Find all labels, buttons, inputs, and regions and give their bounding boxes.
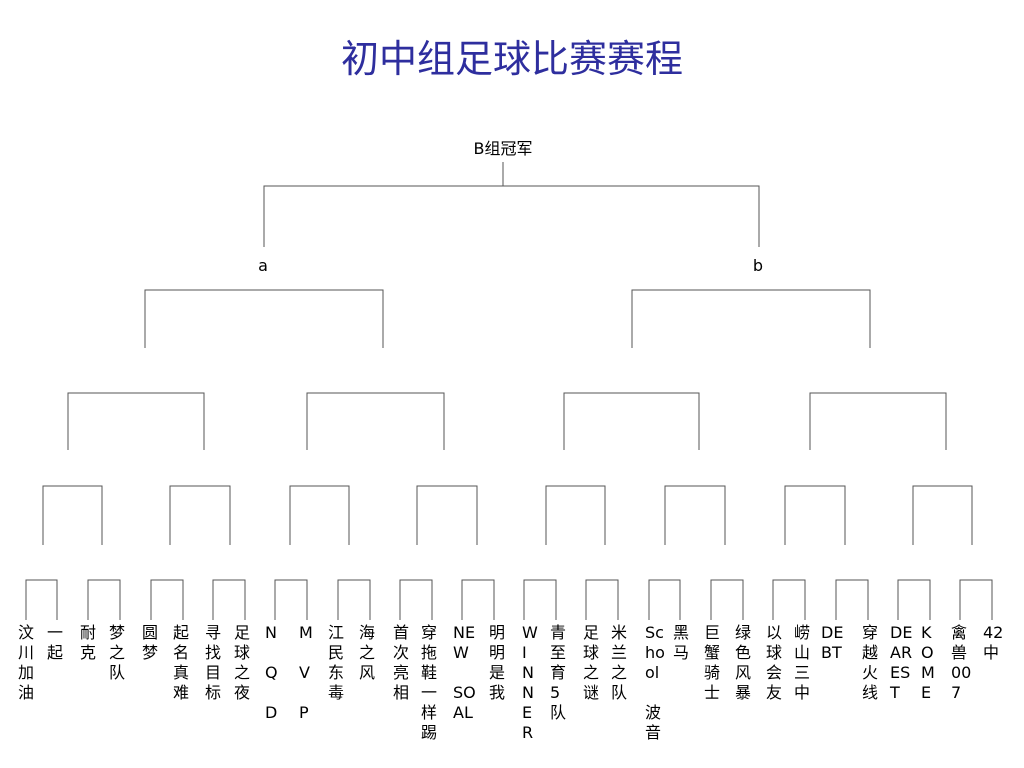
team-name: 一 起 bbox=[47, 623, 64, 662]
first-round-bracket-5 bbox=[274, 579, 308, 620]
team-name: 绿 色 风 暴 bbox=[735, 623, 752, 702]
first-round-bracket-1 bbox=[25, 579, 58, 620]
page-title: 初中组足球比赛赛程 bbox=[340, 37, 683, 81]
team-name: 青 至 育 5 队 bbox=[550, 623, 567, 722]
round16-bracket-8 bbox=[912, 485, 973, 545]
round16-bracket-1 bbox=[42, 485, 103, 545]
first-round-bracket-15 bbox=[897, 579, 931, 620]
bracket-lines bbox=[25, 162, 993, 620]
first-round-bracket-4 bbox=[212, 579, 246, 620]
semifinal-bracket-a bbox=[144, 289, 384, 348]
team-name: 米 兰 之 队 bbox=[611, 623, 628, 702]
team-name: 禽 兽 00 7 bbox=[951, 623, 972, 702]
champion-label: B组冠军 bbox=[474, 139, 533, 158]
team-name: 梦 之 队 bbox=[109, 623, 126, 682]
team-name: 崂 山 三 中 bbox=[794, 623, 811, 702]
first-round-bracket-13 bbox=[772, 579, 806, 620]
final-bracket bbox=[263, 185, 760, 247]
team-name: M V P bbox=[299, 623, 313, 722]
round16-bracket-5 bbox=[545, 485, 606, 545]
first-round-bracket-3 bbox=[150, 579, 184, 620]
quarterfinal-bracket-3 bbox=[563, 392, 700, 450]
team-name: 起 名 真 难 bbox=[173, 623, 190, 702]
team-name: 穿 拖 鞋 一 样 踢 bbox=[421, 623, 438, 742]
round16-bracket-6 bbox=[664, 485, 726, 545]
quarterfinal-bracket-1 bbox=[67, 392, 205, 450]
first-round-bracket-7 bbox=[399, 579, 433, 620]
quarterfinal-bracket-2 bbox=[306, 392, 445, 450]
first-round-bracket-2 bbox=[87, 579, 121, 620]
team-name: N Q D bbox=[265, 623, 278, 722]
team-name: 穿 越 火 线 bbox=[862, 623, 879, 702]
first-round-bracket-9 bbox=[523, 579, 557, 620]
team-name: 首 次 亮 相 bbox=[393, 623, 410, 702]
first-round-bracket-6 bbox=[337, 579, 371, 620]
round16-bracket-7 bbox=[784, 485, 846, 545]
team-name: 42 中 bbox=[983, 623, 1004, 662]
round16-bracket-3 bbox=[289, 485, 350, 545]
first-round-bracket-14 bbox=[835, 579, 869, 620]
semifinal-bracket-b bbox=[631, 289, 871, 348]
team-name: 明 明 是 我 bbox=[489, 623, 506, 702]
round16-bracket-2 bbox=[169, 485, 231, 545]
team-name: DE BT bbox=[821, 623, 844, 662]
semifinal-a-label: a bbox=[258, 256, 268, 275]
first-round-bracket-11 bbox=[648, 579, 681, 620]
team-name: W I N N E R bbox=[522, 623, 538, 742]
team-name: 足 球 之 谜 bbox=[583, 623, 600, 702]
team-name: 寻 找 目 标 bbox=[205, 623, 222, 702]
round16-bracket-4 bbox=[416, 485, 478, 545]
team-name: Sc ho ol 波 音 bbox=[645, 623, 665, 742]
team-name: 圆 梦 bbox=[142, 623, 159, 662]
team-name: 江 民 东 毒 bbox=[328, 623, 345, 702]
team-name: 海 之 风 bbox=[359, 623, 376, 682]
team-name: 汶 川 加 油 bbox=[18, 623, 35, 702]
team-name: 足 球 之 夜 bbox=[234, 623, 251, 702]
team-name: 以 球 会 友 bbox=[766, 623, 783, 702]
team-name: K O M E bbox=[921, 623, 935, 702]
quarterfinal-bracket-4 bbox=[809, 392, 947, 450]
team-name: 巨 蟹 骑 士 bbox=[704, 623, 721, 702]
first-round-bracket-16 bbox=[959, 579, 993, 620]
team-name: 耐 克 bbox=[80, 623, 97, 662]
first-round-bracket-12 bbox=[710, 579, 744, 620]
team-name: NE W SO AL bbox=[453, 623, 476, 722]
team-name: 黑 马 bbox=[673, 623, 690, 662]
team-name: DE AR ES T bbox=[890, 623, 913, 702]
first-round-bracket-10 bbox=[585, 579, 619, 620]
first-round-bracket-8 bbox=[461, 579, 495, 620]
semifinal-b-label: b bbox=[753, 256, 763, 275]
